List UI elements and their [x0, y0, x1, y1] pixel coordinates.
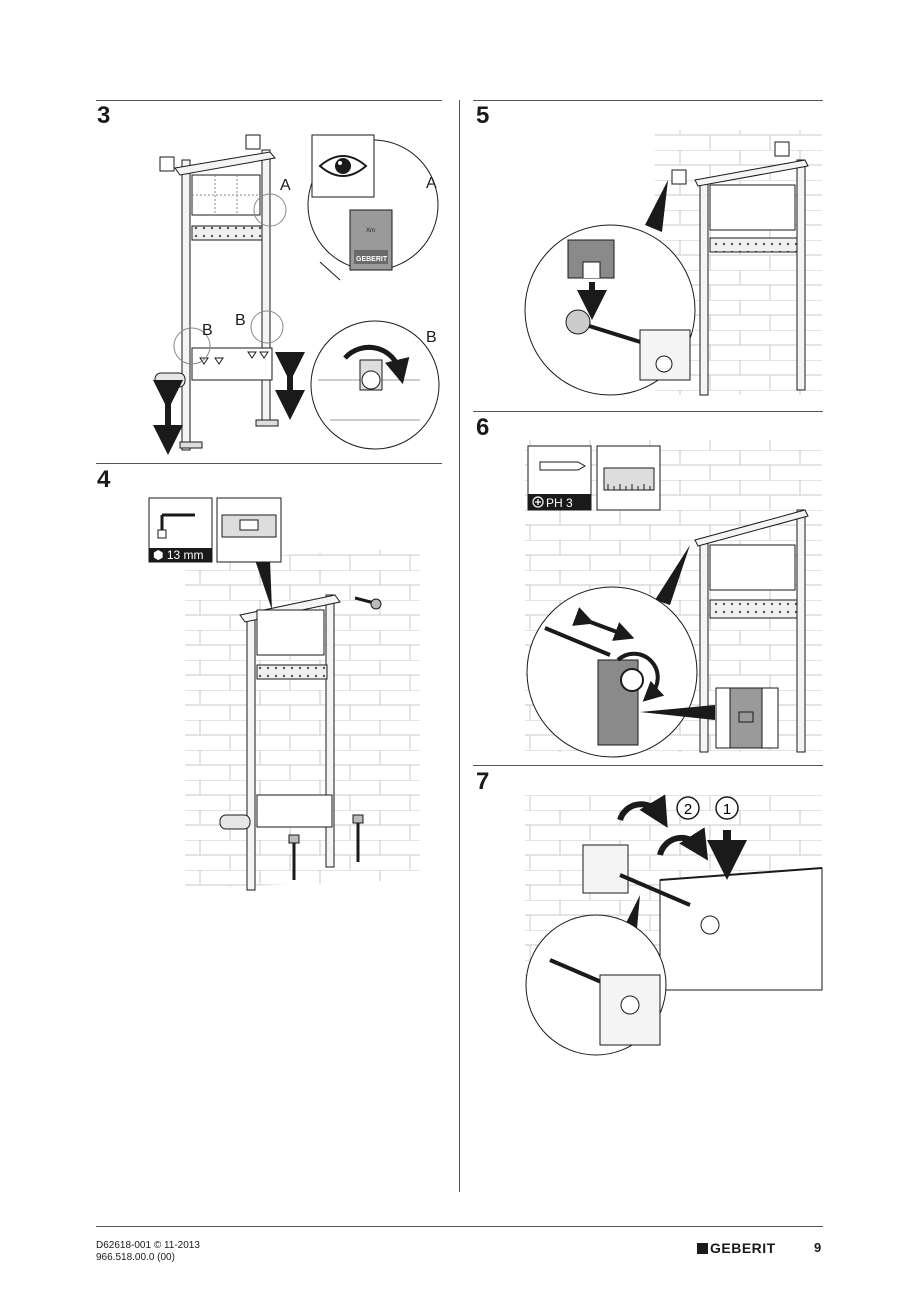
svg-text:1: 1: [723, 801, 731, 818]
plate-label: GEBERIT: [356, 256, 388, 263]
rule-step-5: [473, 100, 823, 101]
rotate-arrow-icon: [343, 344, 410, 385]
label-b-right: B: [235, 312, 246, 329]
double-arrow-icon: [153, 352, 305, 455]
step-6-detail: [526, 586, 715, 758]
step-6-tool-caption: PH 3: [528, 494, 591, 510]
doc-number-line-2: 966.518.00.0 (00): [96, 1252, 175, 1263]
step-number-3: 3: [97, 102, 111, 129]
step-7-marker-1: 1: [715, 796, 739, 820]
doc-number: D62618-001 © 11-2013 966.518.00.0 (00): [96, 1240, 200, 1264]
step-number-5: 5: [476, 102, 490, 129]
label-a: A: [280, 177, 291, 194]
brand-logo: GEBERIT: [697, 1240, 776, 1256]
panel-detail-icon: [715, 687, 779, 749]
plate-small-label: Xm: [366, 228, 375, 234]
step-7-detail: [525, 914, 667, 1056]
eye-icon: [311, 134, 375, 198]
footer-rule: [96, 1226, 823, 1227]
label-a-callout: A: [426, 175, 437, 192]
brand-square-icon: [697, 1243, 708, 1254]
step-4-wall-illustration: [185, 548, 420, 891]
double-arrow-icon: [572, 607, 635, 641]
step-number-7: 7: [476, 768, 490, 795]
step-number-6: 6: [476, 414, 490, 441]
step-7-marker-2: 2: [676, 796, 700, 820]
rule-step-3: [96, 100, 442, 101]
step-4-tool-caption: ⬢ 13 mm: [149, 544, 212, 562]
spirit-level-icon: [216, 497, 282, 563]
step-3-detail-b: [310, 320, 440, 450]
rule-step-6: [473, 411, 823, 412]
screwdriver-size-label: PH 3: [546, 496, 573, 510]
wrench-size-label: 13 mm: [166, 548, 204, 562]
ruler-icon: [596, 445, 661, 511]
step-number-4: 4: [97, 466, 111, 493]
page-number: 9: [814, 1240, 822, 1255]
step-5-detail: [524, 224, 696, 396]
svg-text:2: 2: [684, 801, 692, 818]
rotate-arrow-icon: [617, 794, 709, 861]
label-b-left: B: [202, 322, 213, 339]
column-divider: [459, 100, 460, 1192]
brand-name: GEBERIT: [710, 1240, 776, 1256]
label-b-callout: B: [426, 329, 437, 346]
rotate-arrow-icon: [616, 651, 665, 702]
rule-step-7: [473, 765, 823, 766]
step-5-wall-illustration: [645, 130, 822, 396]
step-3-frame-illustration: [153, 134, 305, 455]
rule-step-4: [96, 463, 442, 464]
doc-number-line-1: D62618-001 © 11-2013: [96, 1240, 200, 1251]
phillips-screwdriver-icon: [527, 445, 592, 511]
